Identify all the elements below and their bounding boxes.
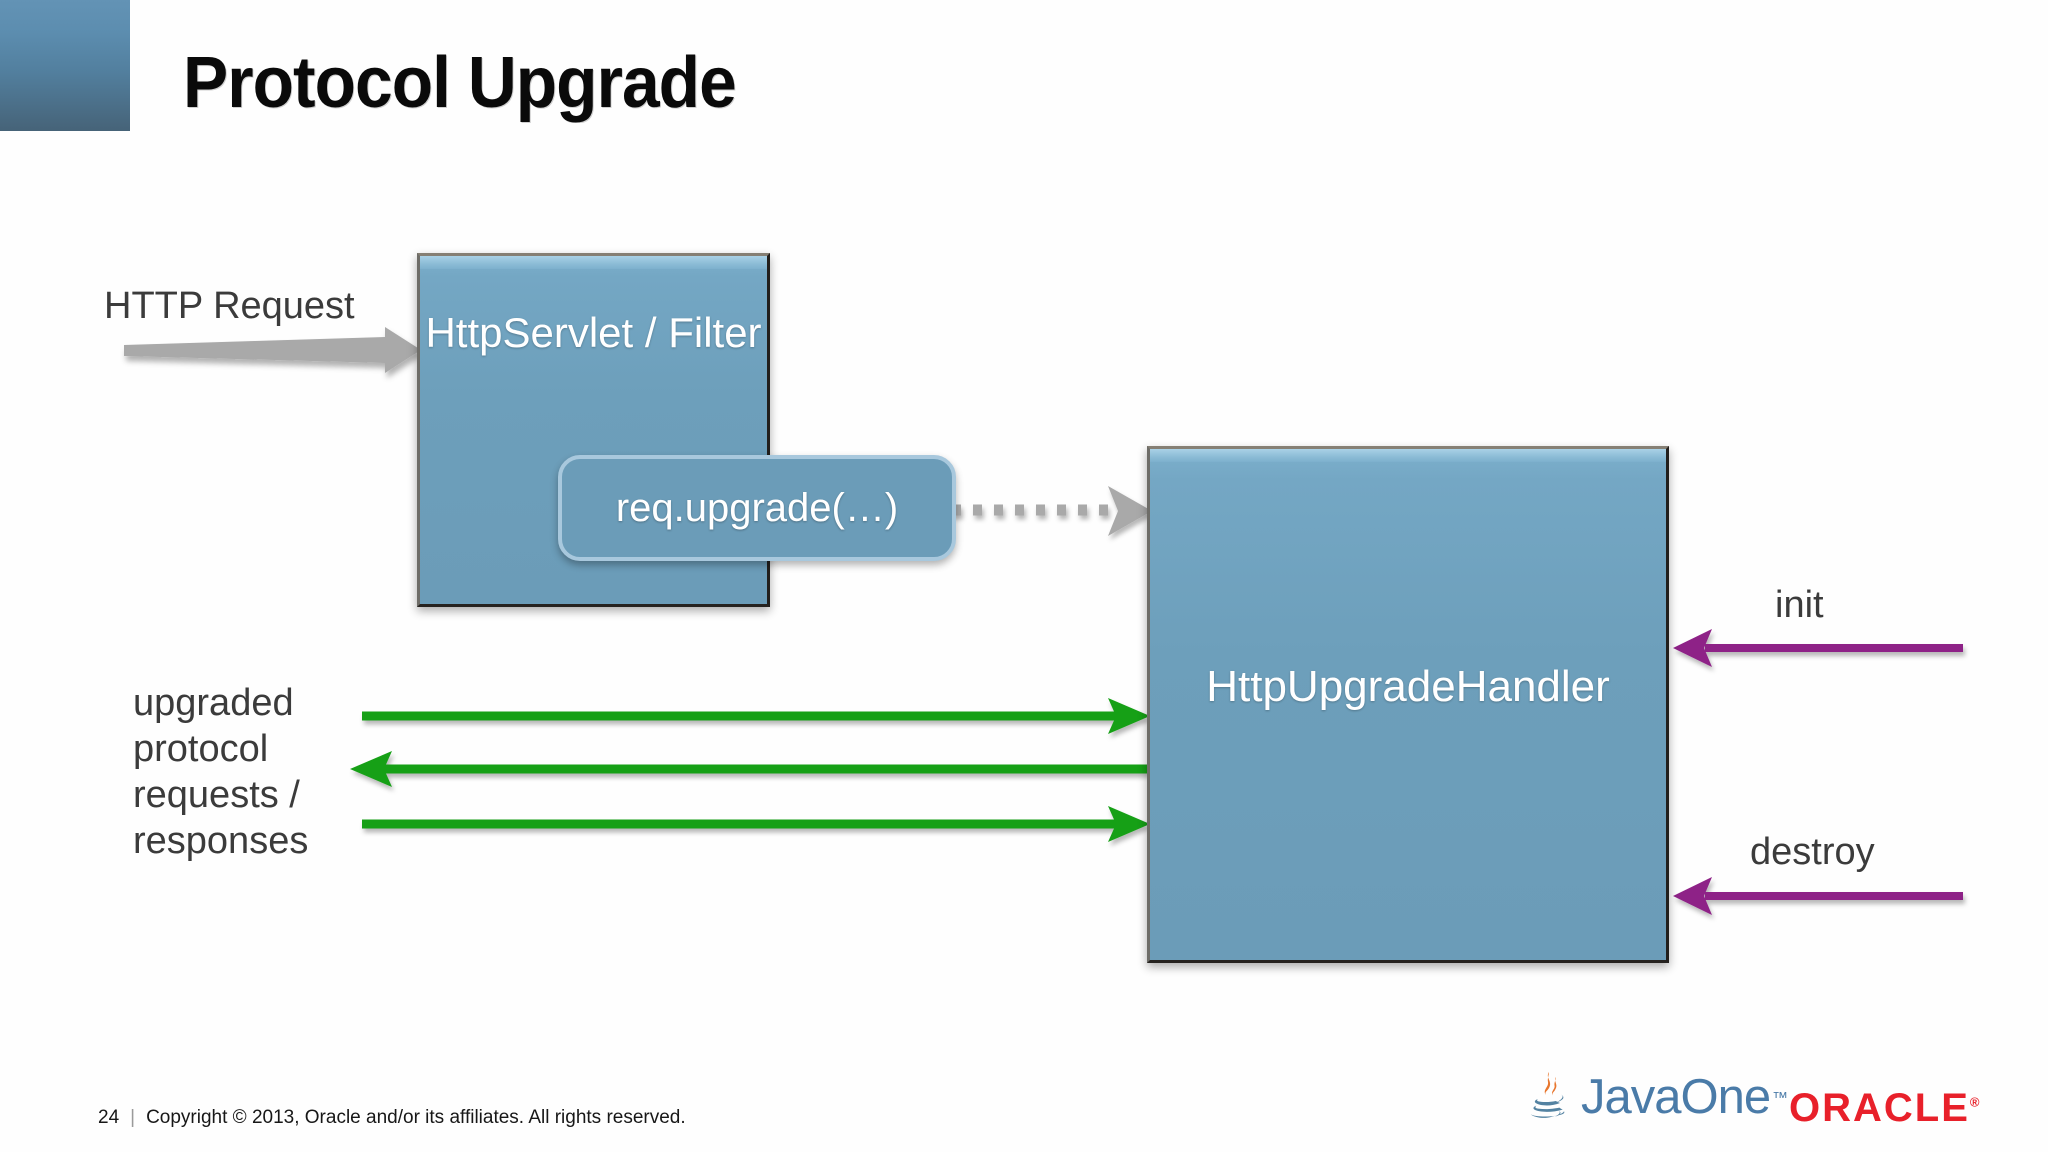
upgraded-protocol-arrow-2: [350, 751, 1148, 787]
footer: 24 | Copyright © 2013, Oracle and/or its a…: [98, 1107, 686, 1129]
pill-req-upgrade[interactable]: req.upgrade(…): [558, 455, 956, 561]
label-upgraded-protocol: upgraded protocol requests / responses: [133, 682, 309, 862]
oracle-logo: ORACLE®: [1789, 1086, 1981, 1131]
oracle-registered-mark: ®: [1969, 1094, 1982, 1110]
upgraded-protocol-arrow-1: [362, 698, 1150, 734]
box-httpupgradehandler[interactable]: HttpUpgradeHandler: [1147, 446, 1669, 963]
label-http-request: HTTP Request: [104, 285, 355, 327]
http-request-arrow: [124, 327, 421, 373]
javaone-logo-text: JavaOne: [1581, 1070, 1771, 1124]
box-httpupgradehandler-label: HttpUpgradeHandler: [1206, 662, 1610, 711]
footer-copyright: Copyright © 2013, Oracle and/or its affi…: [146, 1107, 686, 1128]
page-title: Protocol Upgrade: [183, 43, 737, 123]
decorative-corner-block: [0, 0, 130, 131]
footer-separator: |: [130, 1107, 136, 1128]
javaone-trademark-mark: ™: [1772, 1090, 1789, 1107]
footer-page-number: 24: [98, 1107, 120, 1128]
java-coffee-cup-icon: [1530, 1072, 1565, 1118]
pill-req-upgrade-label: req.upgrade(…): [615, 485, 899, 530]
box-httpservlet-filter-label: HttpServlet / Filter: [425, 309, 762, 356]
label-init: init: [1775, 584, 1824, 626]
oracle-logo-text: ORACLE: [1789, 1086, 1970, 1130]
req-upgrade-dotted-arrow: [952, 486, 1152, 536]
init-arrow: [1673, 629, 1963, 667]
upgraded-protocol-arrow-3: [362, 806, 1150, 842]
destroy-arrow: [1673, 877, 1963, 915]
label-destroy: destroy: [1750, 831, 1875, 873]
